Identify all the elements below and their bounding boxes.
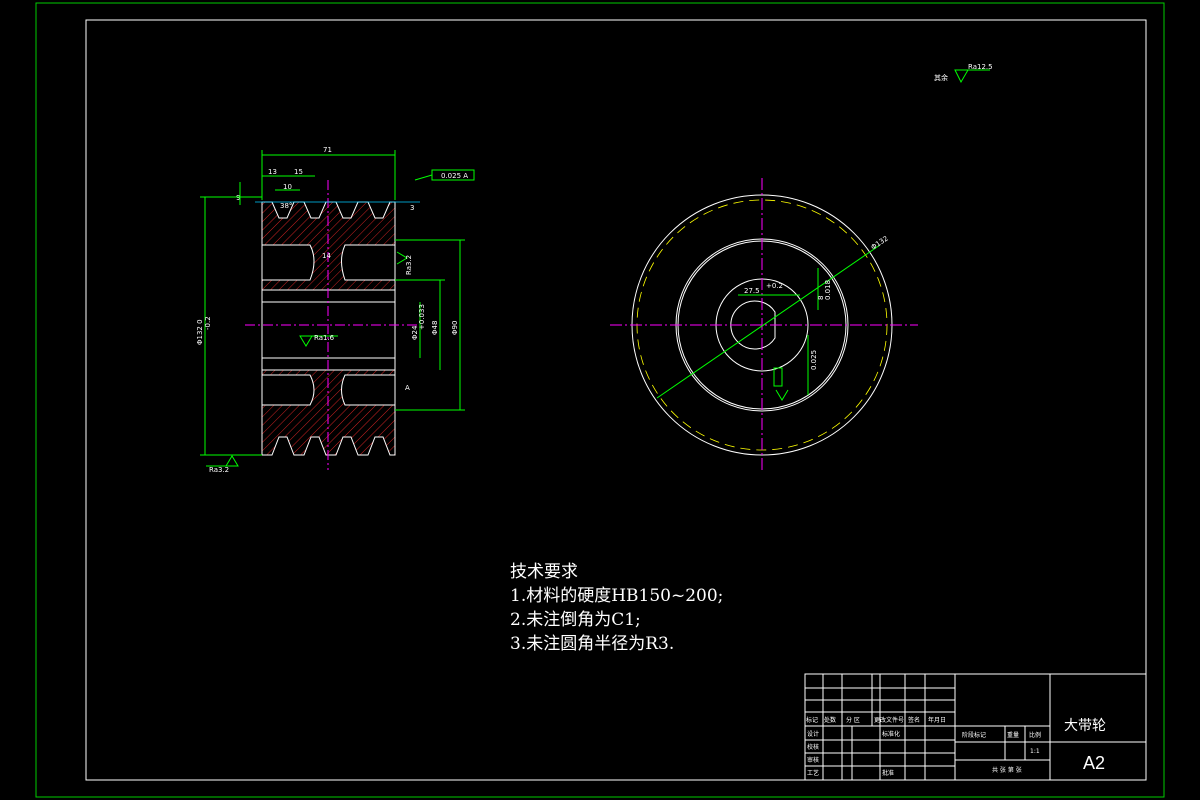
tech-heading: 技术要求 <box>510 562 578 582</box>
datum-a: A <box>405 384 410 392</box>
tech-item-3: 3.未注圆角半径为R3. <box>510 634 675 654</box>
dim-14: 14 <box>322 252 331 260</box>
sheet-size: A2 <box>1083 753 1105 773</box>
roughness-note: 其余 Ra12.5 <box>934 63 993 84</box>
tb-stage: 阶段标记 <box>962 731 986 739</box>
section-view: 71 13 15 10 38° 9 3 14 0.025 A Φ132 0 -0… <box>196 146 475 474</box>
ra-side: Ra3.2 <box>405 255 413 275</box>
tb-design: 设计 <box>807 730 819 738</box>
tb-count: 处数 <box>824 716 836 724</box>
dim-keyway-width-tol: 0.018 <box>824 280 832 300</box>
dim-9: 9 <box>236 194 240 202</box>
tb-review: 审核 <box>807 756 819 764</box>
dim-angle-38: 38° <box>280 202 292 210</box>
tb-standard: 标准化 <box>882 730 900 738</box>
title-block: 标记 处数 分 区 更改文件号 签名 年月日 设计 校核 审核 工艺 标准化 批… <box>804 673 1147 781</box>
tb-check: 校核 <box>807 743 819 751</box>
tb-zone: 分 区 <box>846 716 860 724</box>
dim-keyway-width: 8 <box>817 296 825 300</box>
dim-phi-bore-a: Φ48 <box>431 321 439 335</box>
dim-phi-hub: Φ90 <box>451 321 459 335</box>
tb-scale: 1:1 <box>1030 748 1040 755</box>
tb-mark: 标记 <box>806 716 818 724</box>
tb-scale-label: 比例 <box>1029 731 1041 739</box>
dim-phi-132-front: Φ132 <box>870 234 890 251</box>
dim-3: 3 <box>410 204 414 212</box>
dim-phi-bore-b: Φ24 <box>411 325 419 340</box>
tb-weight: 重量 <box>1007 731 1019 739</box>
technical-requirements: 技术要求 1.材料的硬度HB150~200; 2.未注倒角为C1; 3.未注圆角… <box>510 560 723 656</box>
tb-date: 年月日 <box>928 716 946 724</box>
dim-keyway-tol: +0.2 <box>766 282 783 290</box>
drawing-title: 大带轮 <box>1064 718 1106 734</box>
roughness-note-text: 其余 <box>934 73 948 82</box>
dim-keyway: 27.5 <box>744 287 760 295</box>
tb-signature: 签名 <box>908 716 920 724</box>
dim-15: 15 <box>294 168 303 176</box>
dim-10: 10 <box>283 183 292 191</box>
dim-phi-outer: Φ132 0 <box>196 319 204 345</box>
dim-phi-outer-tol: -0.2 <box>204 316 212 330</box>
outer-frame <box>35 2 1165 798</box>
dim-13: 13 <box>268 168 277 176</box>
tb-approve: 批准 <box>882 769 894 777</box>
ra-bottom: Ra3.2 <box>209 466 229 474</box>
roughness-note-value: Ra12.5 <box>968 63 993 71</box>
front-view: Φ132 27.5 +0.2 8 0.018 0.025 <box>610 178 918 472</box>
tech-item-2: 2.未注倒角为C1; <box>510 610 641 630</box>
tolerance-frame: 0.025 A <box>441 172 468 180</box>
inner-frame <box>85 19 1147 781</box>
dim-total-width: 71 <box>323 146 332 154</box>
ra-inner: Ra1.6 <box>314 334 335 342</box>
dim-bore-tol: +0.033 <box>418 304 426 330</box>
tech-item-1: 1.材料的硬度HB150~200; <box>510 586 724 606</box>
tb-sheet: 共 张 第 张 <box>992 766 1022 774</box>
tb-change-doc: 更改文件号 <box>874 716 904 724</box>
dim-symmetry-tol: 0.025 <box>810 350 818 370</box>
tb-process: 工艺 <box>807 769 819 777</box>
